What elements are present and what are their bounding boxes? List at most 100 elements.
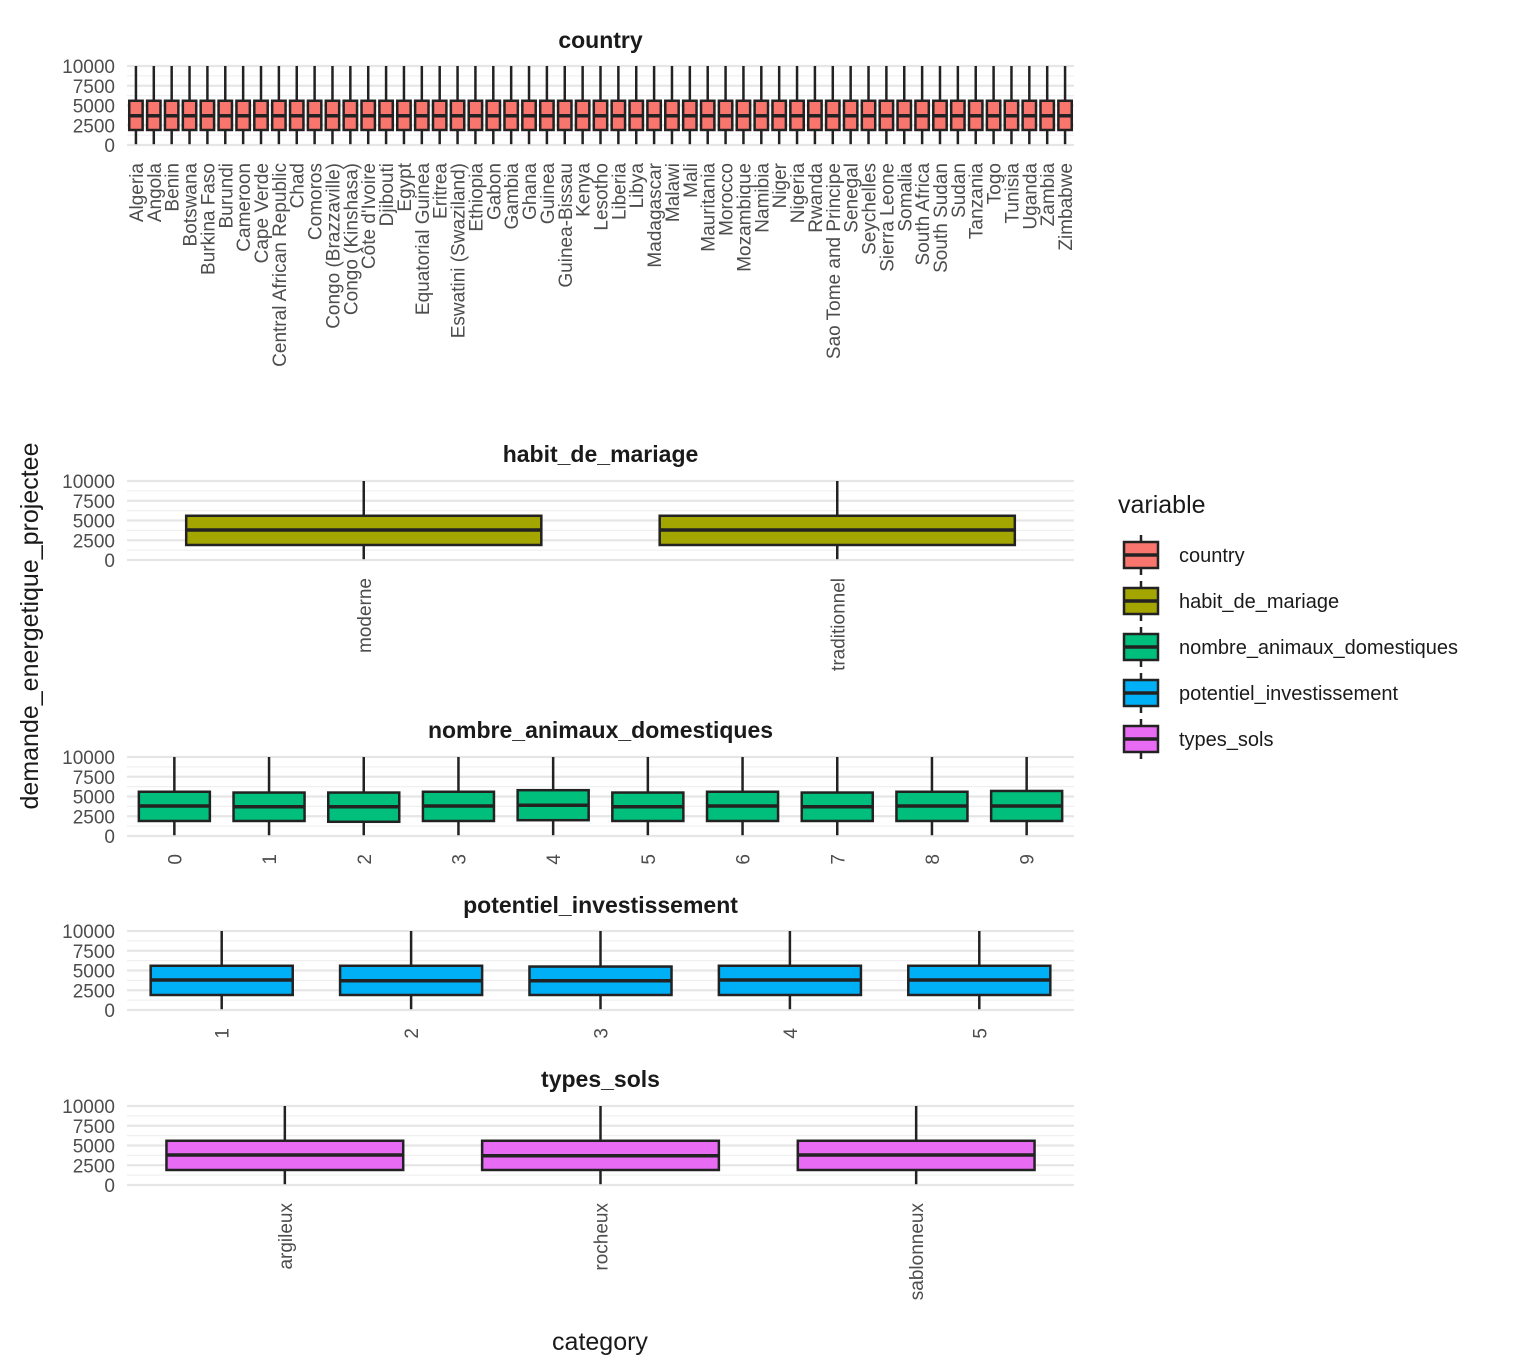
y-tick-label: 7500 [73,492,115,513]
box-country-2 [163,66,180,145]
x-tick-label: Sao Tome and Principe [824,163,845,359]
y-tick-label: 0 [104,1001,115,1022]
box-country-8 [270,66,287,145]
y-tick-label: 0 [104,827,115,848]
x-tick-label: Mauritania [699,163,720,252]
box-country-51 [1039,66,1056,145]
x-tick-label: Guinea-Bissau [556,163,577,288]
x-tick-label: Rwanda [806,163,827,233]
y-tick-label: 10000 [62,922,115,943]
x-tick-label: Zambia [1038,163,1059,227]
legend-title: variable [1118,491,1206,519]
x-tick-label: argileux [276,1203,297,1270]
box-country-17 [431,66,448,145]
box-country-12 [342,66,359,145]
box-country-16 [413,66,430,145]
x-tick-label: Equatorial Guinea [413,163,434,316]
y-tick-label: 5000 [73,1137,115,1158]
panel-nombre_animaux_domestiques: 025005000750010000nombre_animaux_domesti… [62,717,1074,865]
y-tick-label: 2500 [73,807,115,828]
x-tick-label: Central African Republic [270,163,291,367]
box-country-35 [753,66,770,145]
box-country-44 [914,66,931,145]
box-country-26 [592,66,609,145]
x-tick-label: Libya [627,163,648,209]
box-country-36 [771,66,788,145]
legend-item-habit_de_mariage: habit_de_mariage [1122,581,1339,621]
x-tick-label: Tanzania [967,163,988,239]
x-tick-label: Gambia [502,163,523,230]
x-tick-label: Sudan [949,163,970,218]
legend-label: potentiel_investissement [1179,683,1398,705]
box-country-7 [253,66,269,145]
box-country-28 [628,66,645,145]
box-nombre_animaux_domestiques-9 [989,757,1064,836]
box-country-30 [664,66,680,145]
box-country-37 [789,66,805,145]
box-country-0 [127,66,144,145]
y-tick-label: 10000 [62,472,115,493]
box-potentiel_investissement-3 [717,931,863,1010]
x-tick-label: Malawi [663,163,684,222]
x-tick-label: Cameroon [234,163,255,252]
box-country-39 [824,66,841,145]
y-tick-label: 2500 [73,1156,115,1177]
y-tick-label: 5000 [73,97,115,118]
x-tick-label: Namibia [752,163,773,233]
x-tick-label: Nigeria [788,163,809,224]
legend-label: nombre_animaux_domestiques [1179,637,1458,659]
box-potentiel_investissement-0 [149,931,294,1010]
x-axis-title: category [552,1328,648,1356]
box-country-11 [324,66,341,145]
x-tick-label: 0 [165,854,186,865]
y-tick-label: 7500 [73,77,115,98]
y-tick-label: 0 [104,1176,115,1197]
x-tick-label: 5 [970,1028,991,1039]
x-tick-label: Senegal [842,163,863,233]
panel-title: nombre_animaux_domestiques [428,717,773,743]
box-country-31 [681,66,698,145]
x-tick-label: 3 [449,854,470,865]
y-tick-label: 2500 [73,116,115,137]
x-tick-label: Togo [985,163,1006,204]
x-tick-label: rocheux [592,1203,613,1271]
box-country-10 [306,66,323,145]
x-tick-label: Congo (Kinshasa) [341,163,362,315]
panel-title: habit_de_mariage [503,441,699,467]
x-tick-label: Egypt [395,162,416,211]
box-country-3 [181,66,198,145]
x-tick-label: Tunisia [1002,163,1023,224]
x-tick-label: Botswana [181,163,202,247]
panel-potentiel_investissement: 025005000750010000potentiel_investisseme… [62,892,1074,1039]
box-country-9 [288,66,305,145]
x-tick-label: Mali [681,163,702,198]
box-country-34 [735,66,752,145]
box-country-43 [896,66,913,145]
facet-panels: 025005000750010000countryAlgeriaAngolaBe… [62,27,1077,1300]
box-country-27 [610,66,627,145]
x-tick-label: Mozambique [734,163,755,272]
x-tick-label: 2 [355,854,376,865]
legend-item-nombre_animaux_domestiques: nombre_animaux_domestiques [1122,627,1458,667]
x-tick-label: moderne [355,578,376,653]
x-tick-label: Algeria [127,163,148,223]
box-country-25 [574,66,591,145]
y-tick-label: 5000 [73,962,115,983]
box-nombre_animaux_domestiques-2 [326,757,401,836]
box-nombre_animaux_domestiques-8 [895,757,969,836]
box-country-21 [503,66,520,145]
panel-country: 025005000750010000countryAlgeriaAngolaBe… [62,27,1077,367]
x-tick-label: Gabon [484,163,505,220]
box-country-52 [1057,66,1074,145]
box-country-22 [521,66,537,145]
x-tick-label: Benin [163,163,184,212]
x-tick-label: Comoros [306,163,327,240]
box-country-29 [646,66,663,145]
y-tick-label: 0 [104,136,115,157]
x-tick-label: Eritrea [431,163,452,219]
y-tick-label: 10000 [62,748,115,769]
box-nombre_animaux_domestiques-4 [516,757,590,836]
x-tick-label: Ethiopia [466,163,487,232]
